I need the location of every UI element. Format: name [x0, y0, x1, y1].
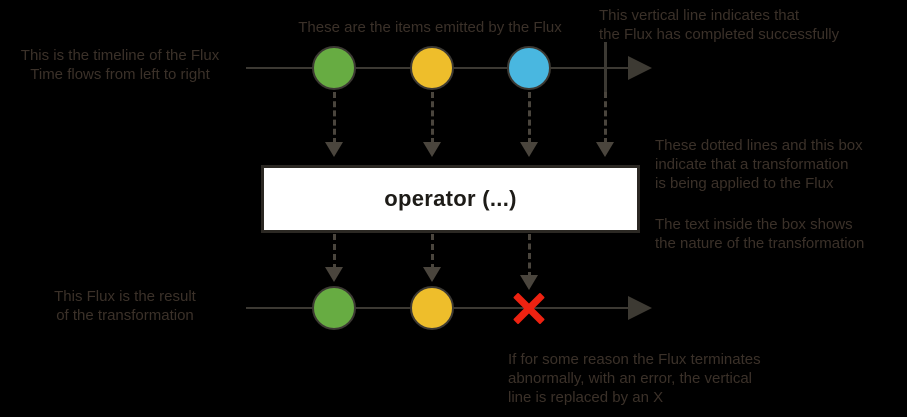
dashed-arrowhead-green-in — [325, 142, 343, 157]
dashed-arrowhead-green-out — [325, 267, 343, 282]
annotation-result: This Flux is the result of the transform… — [54, 288, 196, 324]
dashed-arrowhead-blue-in — [520, 142, 538, 157]
operator-label: operator (...) — [384, 186, 517, 211]
operator-box: operator (...) — [261, 165, 640, 233]
result-marble-green — [312, 286, 356, 330]
annotation-box-text: The text inside the box shows the nature… — [655, 216, 865, 252]
annotation-timeline: This is the timeline of the Flux Time fl… — [20, 47, 220, 83]
annotation-completion: This vertical line indicates that the Fl… — [599, 7, 840, 43]
dashed-connector-yellow-in — [431, 92, 434, 144]
dashed-connector-green-out — [333, 234, 336, 270]
dashed-connector-green-in — [333, 92, 336, 144]
dashed-arrowhead-error-out — [520, 275, 538, 290]
completion-line — [604, 42, 607, 94]
source-marble-blue — [507, 46, 551, 90]
source-marble-green — [312, 46, 356, 90]
source-timeline-arrowhead — [628, 56, 652, 80]
dashed-connector-blue-in — [528, 92, 531, 144]
annotation-transformation: These dotted lines and this box indicate… — [655, 137, 863, 192]
result-timeline-arrowhead — [628, 296, 652, 320]
annotation-error: If for some reason the Flux terminates a… — [508, 351, 761, 406]
source-marble-yellow — [410, 46, 454, 90]
result-marble-yellow — [410, 286, 454, 330]
dashed-connector-completion-in — [604, 92, 607, 144]
error-x-marker — [510, 289, 548, 327]
dashed-arrowhead-yellow-in — [423, 142, 441, 157]
dashed-arrowhead-yellow-out — [423, 267, 441, 282]
annotation-items: These are the items emitted by the Flux — [298, 19, 562, 36]
dashed-connector-error-out — [528, 234, 531, 278]
dashed-arrowhead-completion-in — [596, 142, 614, 157]
dashed-connector-yellow-out — [431, 234, 434, 270]
